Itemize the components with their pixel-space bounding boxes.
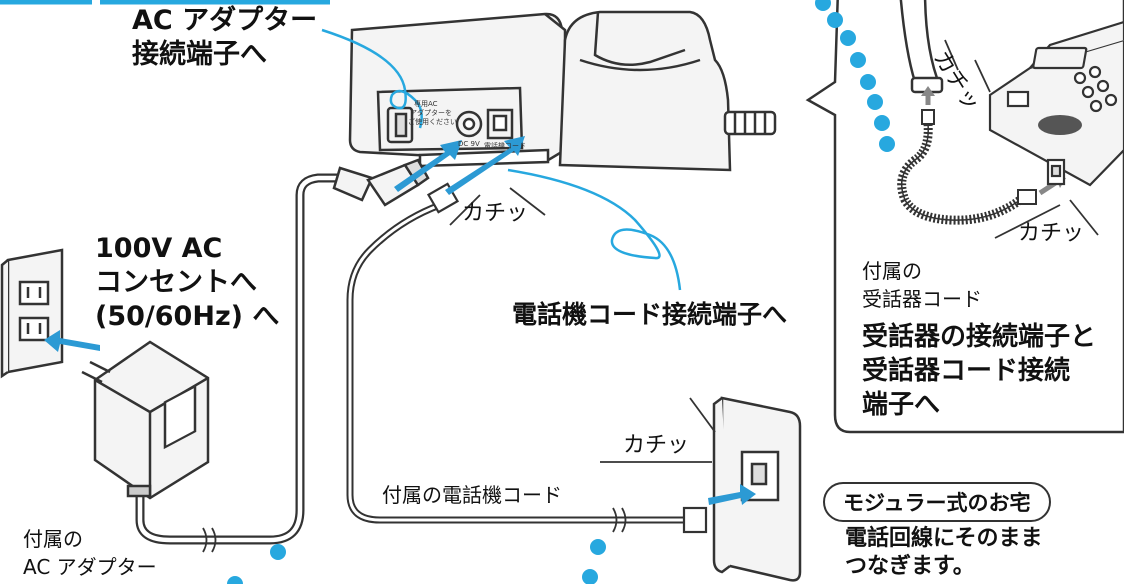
modular-home-instruction-2: つなぎます。 (845, 554, 975, 579)
outlet-label-3: (50/60Hz) へ (95, 301, 280, 332)
device-adapter-note-3: ご使用ください (408, 118, 457, 126)
handset-cord-label-2: 受話器コード (862, 287, 982, 311)
supplied-adapter-label-1: 付属の (23, 527, 83, 551)
click-label-jack: カチッ (623, 433, 690, 458)
handset-instruction-2: 受話器コード接続 (862, 356, 1071, 386)
device-dc-label: DC 9V (458, 140, 480, 148)
click-label-phone: カチッ (1018, 221, 1085, 246)
click-label-base: カチッ (462, 201, 529, 226)
supplied-adapter-label-2: AC アダプター (23, 555, 157, 579)
wall-outlet-icon (0, 248, 64, 379)
bottom-dotted-markers (227, 539, 606, 584)
device-adapter-note-2: アダプターを (410, 109, 452, 117)
outlet-label-1: 100V AC (95, 233, 223, 264)
modular-jack-icon (712, 396, 802, 582)
handset-instruction-3: 端子へ (862, 390, 941, 420)
device-cord-label: 電話機コード (484, 142, 526, 150)
phone-line-cord (346, 201, 694, 524)
handset-instruction-1: 受話器の接続端子と (862, 322, 1097, 352)
modular-home-badge: モジュラー式のお宅 (823, 482, 1051, 522)
device-adapter-note-1: 専用AC (414, 100, 438, 108)
handset-cord-label-1: 付属の (862, 259, 922, 283)
ac-adapter-port-label-2: 接続端子へ (132, 39, 267, 70)
phone-cord-port-label: 電話機コード接続端子へ (512, 300, 788, 329)
telephone-icon (988, 20, 1124, 187)
phone-base-icon (348, 10, 777, 172)
handset-callout-bubble (805, 0, 1124, 434)
callout-dotted-lead (815, 0, 895, 152)
connection-arrows (44, 136, 756, 505)
outlet-label-2: コンセントへ (95, 267, 257, 298)
modular-home-instruction-1: 電話回線にそのまま (845, 526, 1043, 551)
leader-lines (321, 28, 682, 291)
ac-adapter-port-label-1: AC アダプター (132, 5, 318, 36)
ac-adapter-icon (81, 340, 210, 500)
supplied-phone-cord-label: 付属の電話機コード (382, 483, 562, 507)
